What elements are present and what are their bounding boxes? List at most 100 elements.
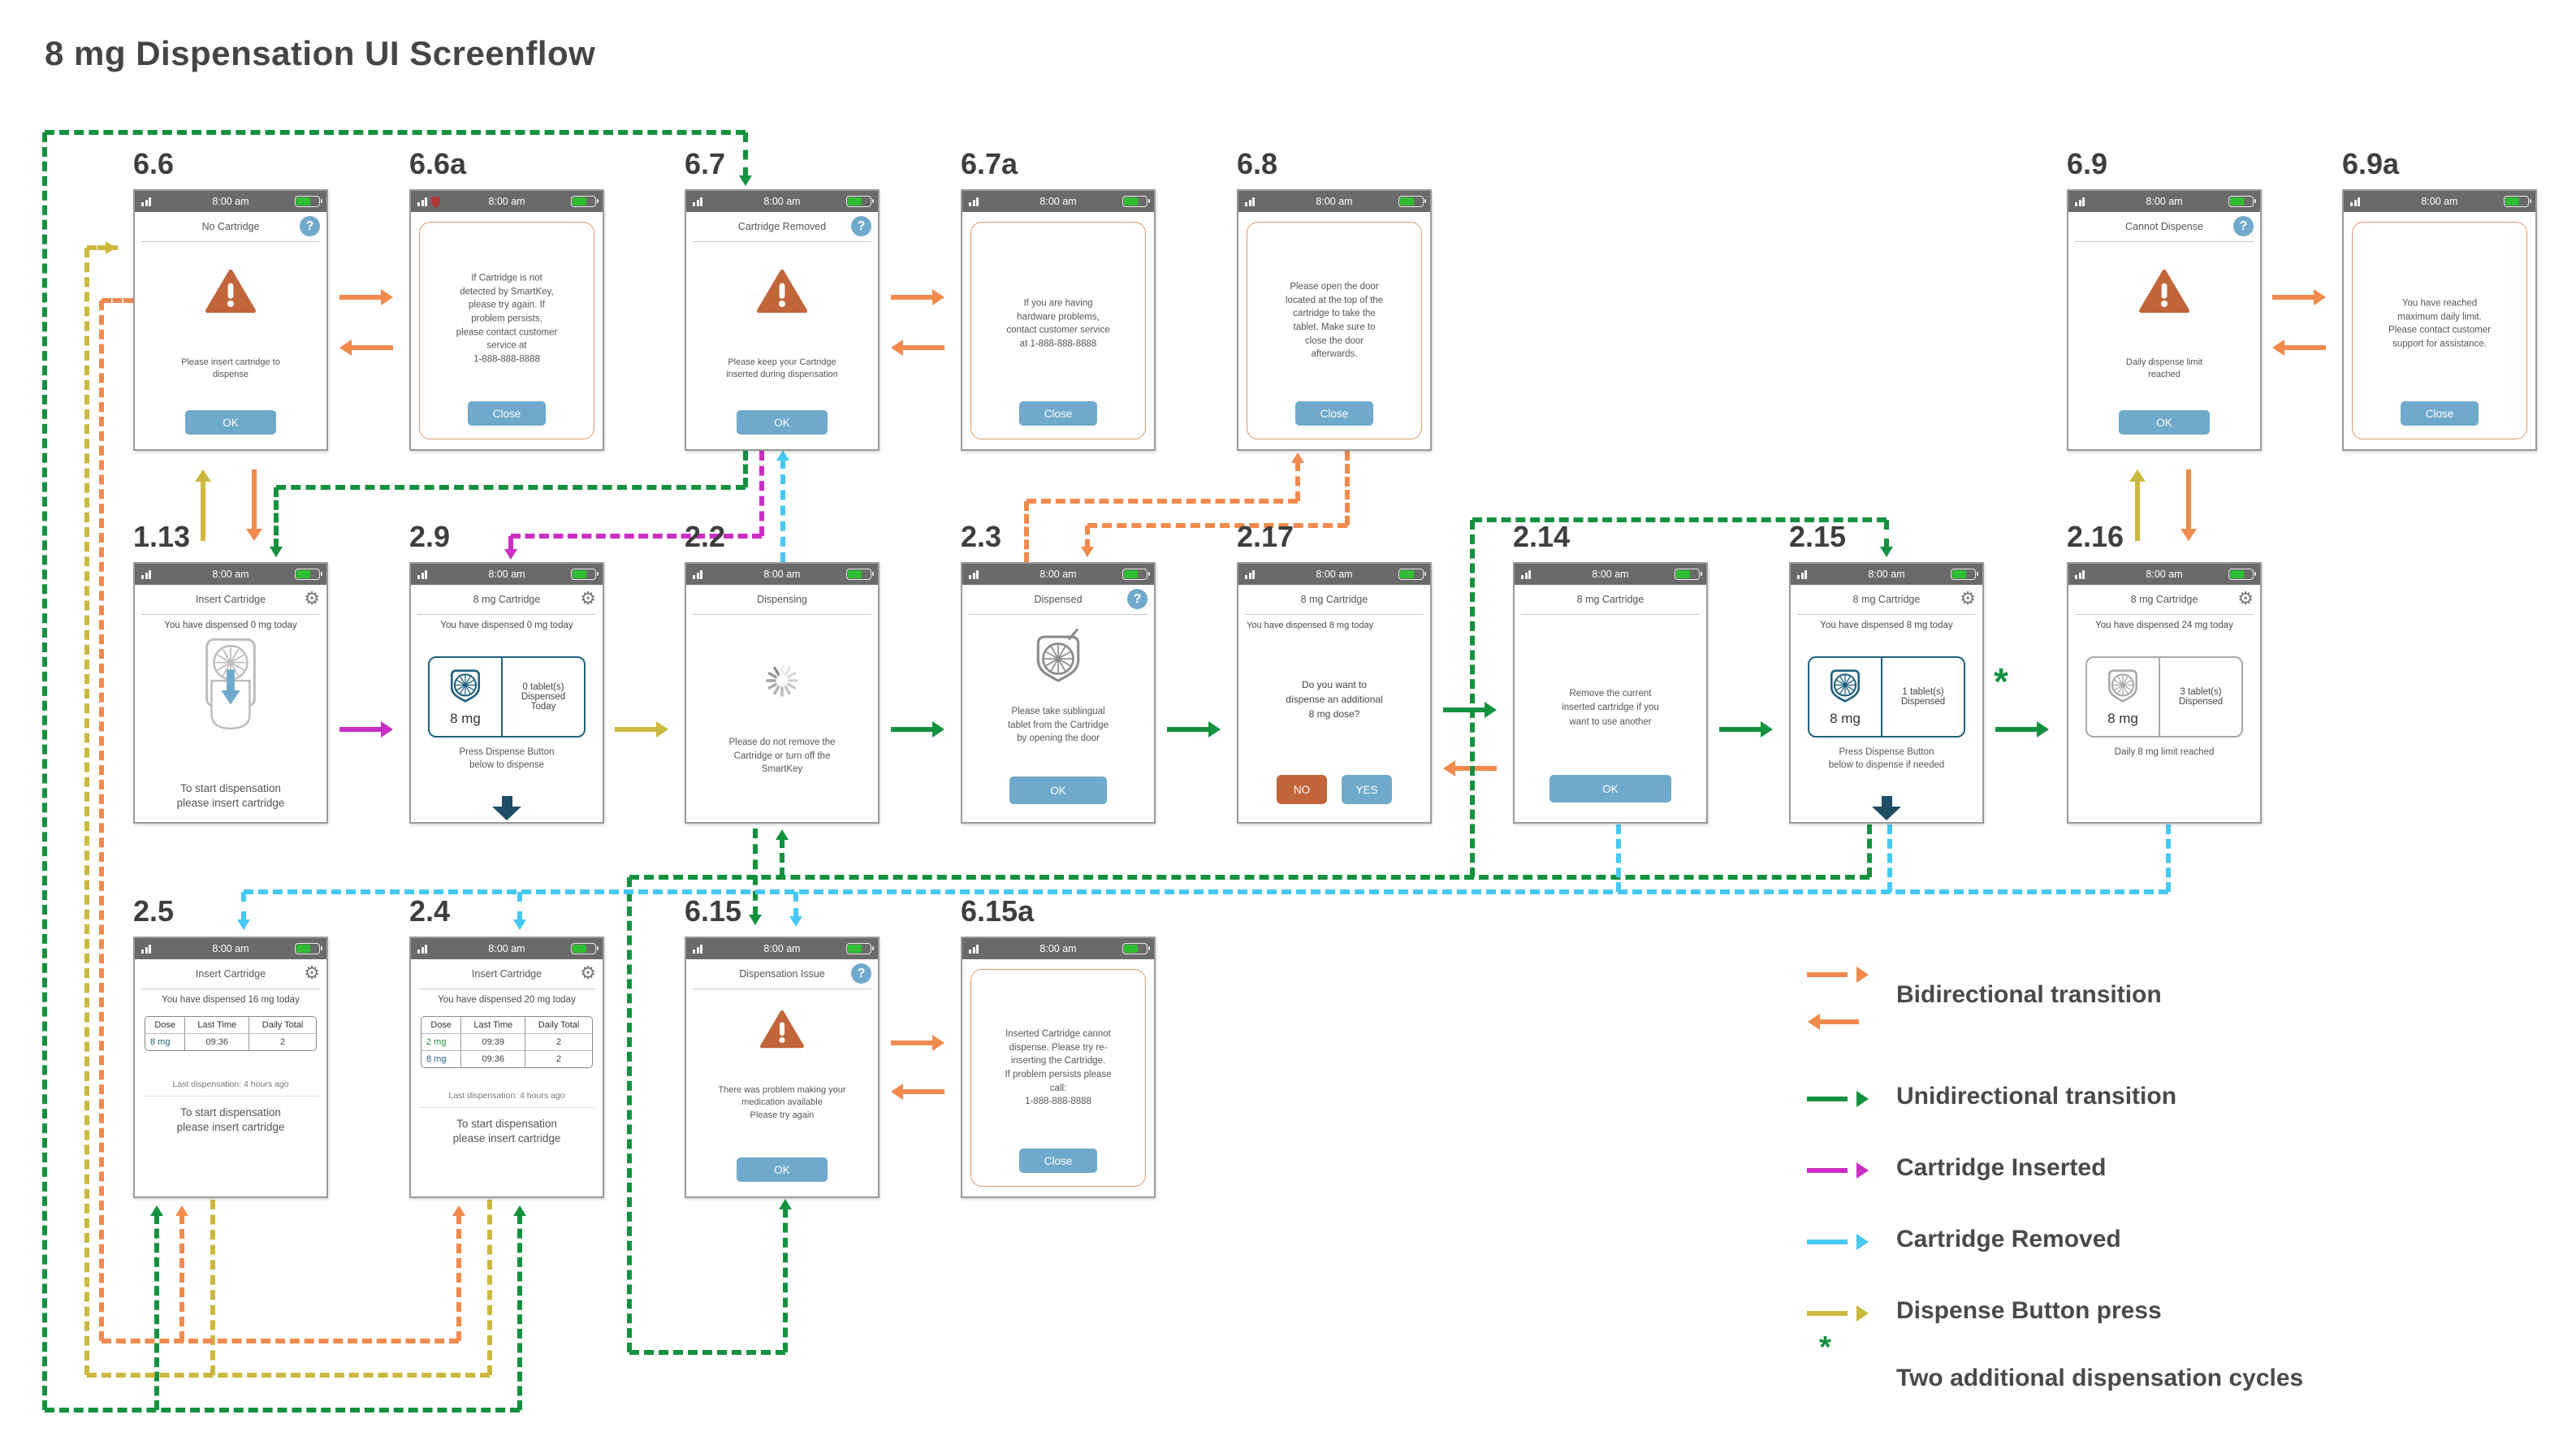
battery-fill: [573, 197, 586, 206]
settings-gear-icon[interactable]: ⚙: [580, 963, 596, 983]
yes-button[interactable]: YES: [1342, 775, 1392, 804]
table-header-cell: Daily Total: [249, 1017, 316, 1033]
dose-cell: 2 mg: [421, 1033, 461, 1050]
ok-button[interactable]: OK: [185, 410, 276, 435]
close-button[interactable]: Close: [1295, 401, 1373, 426]
status-time: 8:00 am: [1868, 569, 1905, 580]
last-time-cell: 09:36: [460, 1050, 525, 1067]
answer-buttons-row: NO YES: [1238, 775, 1430, 804]
tablets-dispensed-text: 3 tablet(s) Dispensed: [2178, 687, 2224, 707]
battery-nub: [1700, 572, 1702, 576]
footer-instruction: To start dispensation please insert cart…: [176, 781, 285, 809]
help-icon[interactable]: ?: [851, 216, 871, 236]
arrowhead-up: [776, 829, 789, 840]
arrowhead-up: [1291, 452, 1304, 463]
settings-gear-icon[interactable]: ⚙: [2237, 588, 2254, 608]
status-bar: 8:00 am: [2068, 564, 2260, 585]
dose-cell: 8 mg: [145, 1033, 185, 1050]
ok-button[interactable]: OK: [737, 410, 828, 435]
screen-body: Please do not remove the Cartridge or tu…: [686, 614, 878, 822]
close-button[interactable]: Close: [1019, 401, 1097, 426]
screen-title: 8 mg Cartridge: [1852, 594, 1921, 605]
close-button[interactable]: Close: [468, 401, 546, 426]
help-icon[interactable]: ?: [300, 216, 320, 236]
tablets-dispensed-text: 1 tablet(s) Dispensed: [1900, 687, 1946, 707]
status-bar: 8:00 am: [962, 938, 1154, 959]
help-icon[interactable]: ?: [851, 963, 871, 984]
screen-number-label: 2.4: [409, 894, 451, 928]
settings-gear-icon[interactable]: ⚙: [580, 588, 596, 608]
connector-orange-into-2.4: [456, 1214, 461, 1341]
battery-fill: [2505, 197, 2519, 206]
dispense-button-arrow[interactable]: [492, 796, 521, 820]
screen-number-label: 6.15: [685, 894, 742, 928]
connector-loop-green-into-6.7: [743, 132, 748, 177]
signal-icon: [141, 569, 151, 579]
arrowhead-down: [270, 547, 283, 557]
screen-title: 8 mg Cartridge: [1300, 594, 1368, 605]
status-bar: 8:00 am: [135, 938, 326, 959]
ok-button[interactable]: OK: [2119, 410, 2210, 435]
table-header-cell: Last Time: [184, 1017, 249, 1033]
screen-titlebar: 8 mg Cartridge⚙: [417, 585, 596, 615]
connector-green-2.14-left-vertical: [1470, 520, 1475, 877]
status-time: 8:00 am: [2421, 196, 2458, 207]
footer-instruction: To start dispensation please insert cart…: [452, 1118, 561, 1145]
legend-arrow-right: [1807, 1239, 1848, 1244]
connector-flow-2.15-to-2.16-two-cycles: [1995, 727, 2038, 732]
connector-orange-6.8-to-2.3-horizontal: [1087, 523, 1347, 528]
settings-gear-icon[interactable]: ⚙: [304, 588, 320, 608]
connector-flow-2.16-to-6.9-dispense-press: [2135, 480, 2140, 541]
close-button[interactable]: Close: [2401, 401, 2479, 426]
arrowhead-up: [452, 1205, 465, 1216]
settings-gear-icon[interactable]: ⚙: [304, 963, 320, 983]
status-bar: 8:00 am: [686, 938, 878, 959]
ok-button[interactable]: OK: [1549, 775, 1671, 803]
ok-button[interactable]: OK: [1009, 777, 1107, 804]
connector-flow-2.14-to-2.17: [1454, 766, 1497, 771]
no-button[interactable]: NO: [1277, 775, 1327, 804]
signal-icon: [2075, 197, 2085, 206]
battery-nub: [2254, 199, 2256, 203]
arrowhead-left: [891, 1084, 903, 1100]
help-icon[interactable]: ?: [2233, 216, 2254, 236]
arrowhead-right: [932, 721, 944, 738]
arrowhead-up: [513, 1205, 526, 1216]
connector-flow-6.6-to-6.6a: [339, 295, 383, 300]
status-time: 8:00 am: [1039, 569, 1077, 580]
help-icon[interactable]: ?: [1127, 589, 1148, 609]
status-bar: 8:00 am: [135, 564, 326, 585]
arrowhead-down: [739, 175, 752, 186]
legend-label-4: Dispense Button press: [1896, 1297, 2162, 1324]
footer-instruction: Press Dispense Button below to dispense: [459, 747, 555, 771]
status-bar: 8:00 am: [2068, 191, 2260, 212]
dialog-body: Inserted Cartridge cannot dispense. Plea…: [962, 959, 1154, 1196]
arrowhead-right: [1208, 721, 1221, 738]
screen-titlebar: Cartridge Removed?: [693, 212, 871, 242]
close-button[interactable]: Close: [1019, 1149, 1097, 1173]
screen-title: Dispensing: [757, 594, 807, 605]
battery-nub: [1148, 946, 1150, 950]
connector-cyan-into-2.5: [241, 892, 246, 921]
cartridge-wheel-icon: [2106, 668, 2140, 709]
legend-label-2: Cartridge Inserted: [1896, 1154, 2107, 1181]
connector-cyan-into-6.15: [793, 892, 798, 918]
dispense-button-arrow[interactable]: [1872, 796, 1901, 820]
connector-green-bus-horizontal: [629, 875, 1869, 880]
ok-button[interactable]: OK: [737, 1157, 828, 1182]
battery-fill: [1124, 570, 1138, 578]
legend-label-3: Cartridge Removed: [1896, 1226, 2121, 1252]
status-time: 8:00 am: [2146, 569, 2183, 580]
status-time: 8:00 am: [1316, 569, 1353, 580]
settings-gear-icon[interactable]: ⚙: [1960, 588, 1976, 608]
